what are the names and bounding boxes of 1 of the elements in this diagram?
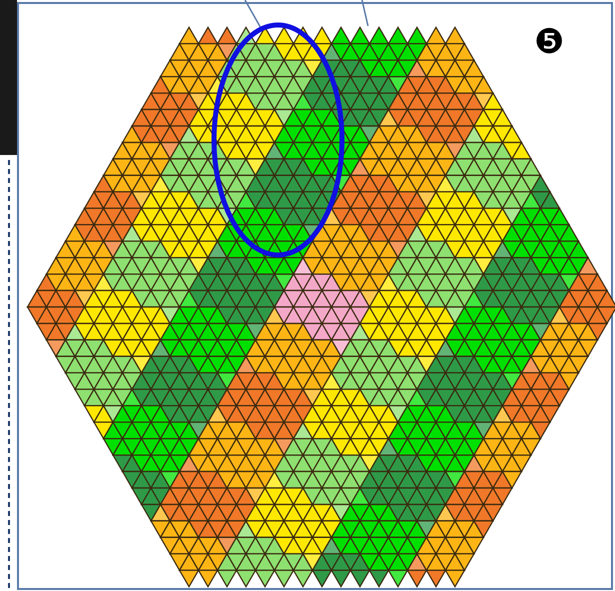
step-number: ❺	[534, 22, 564, 62]
